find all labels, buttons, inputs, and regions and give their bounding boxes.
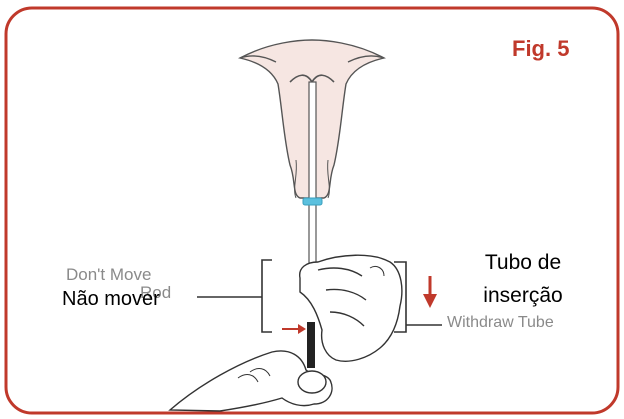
dont-move-rod-line1: Don't Move xyxy=(66,266,171,284)
nao-mover-label: Não mover xyxy=(62,288,160,311)
withdraw-tube-label: Withdraw Tube xyxy=(447,314,554,332)
tubo-line1: Tubo de xyxy=(456,246,590,279)
tubo-de-insercao-label: Tubo de inserção xyxy=(456,246,590,312)
inserter-tube xyxy=(309,82,316,280)
figure-number: Fig. 5 xyxy=(512,36,569,62)
tubo-line2: inserção xyxy=(456,279,590,312)
insertion-rod xyxy=(307,322,315,368)
flange-marker xyxy=(303,198,322,205)
